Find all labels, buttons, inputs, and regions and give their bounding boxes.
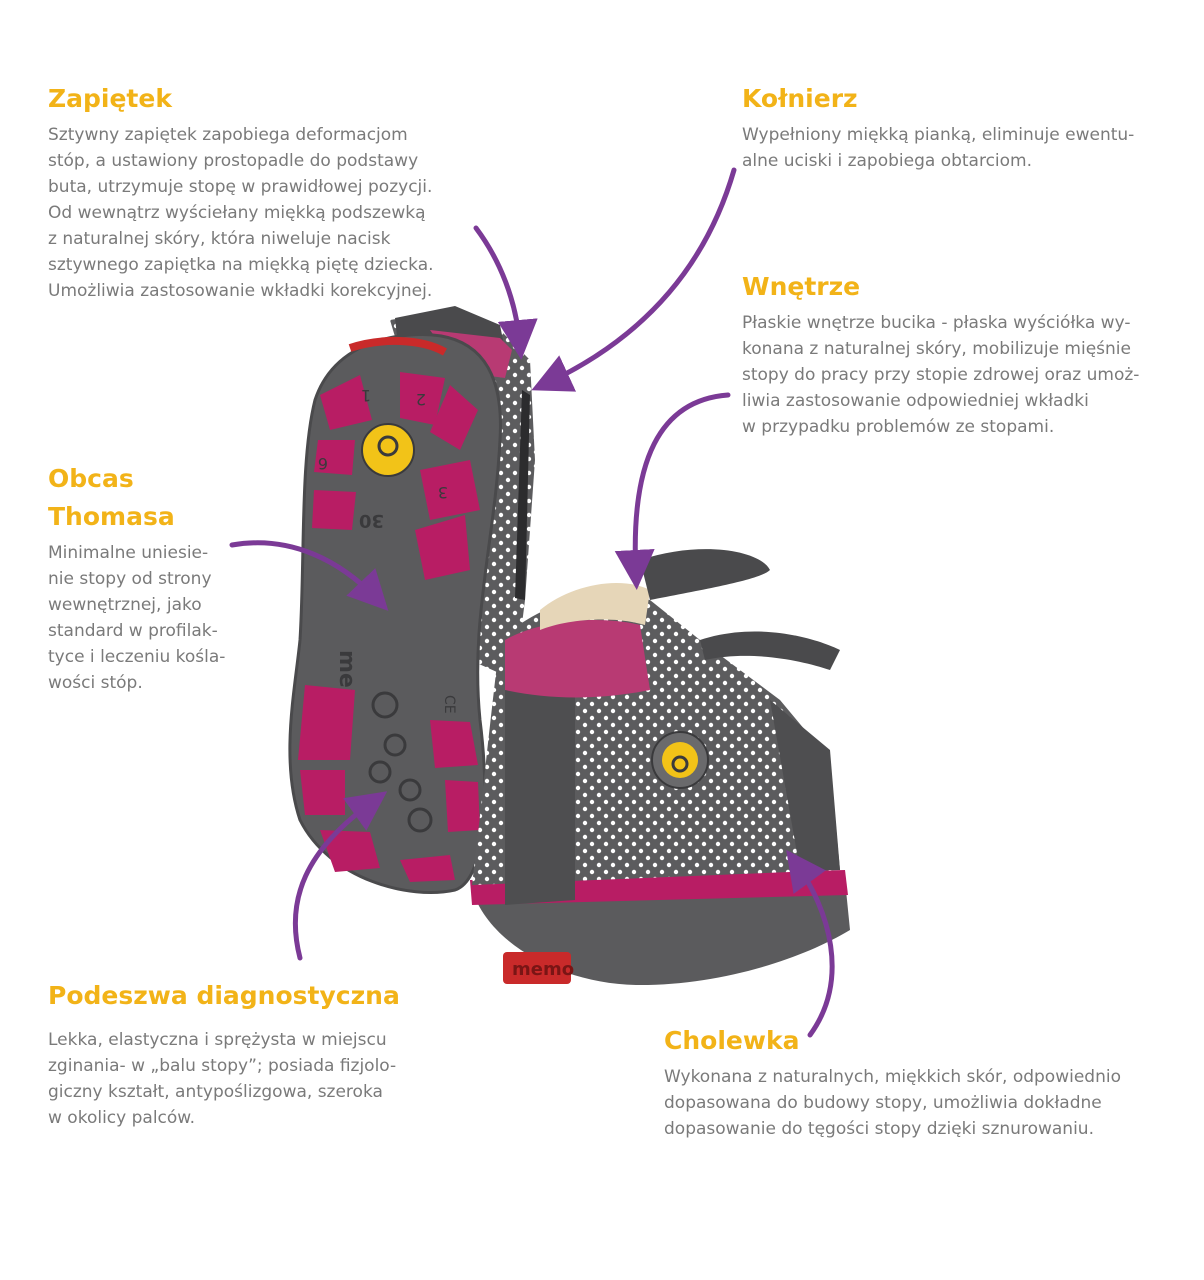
arrow-kolnierz [531,167,737,392]
section-description: Sztywny zapiętek zapobiega deformacjom s… [48,122,478,304]
arrow-zapietek [473,225,538,360]
heel-pad-5 [420,460,480,520]
sole-logo-badge [361,423,415,477]
pointer-arrows [229,167,835,1038]
sole-ce: CE [441,695,457,714]
description-line: dopasowana do budowy stopy, umożliwia do… [664,1093,1102,1113]
section-description: Minimalne uniesie- nie stopy od strony w… [48,540,248,696]
description-line: liwia zastosowanie odpowiedniej wkładki [742,391,1089,411]
zone-number-1: 1 [361,386,371,405]
description-line: w okolicy palców. [48,1108,196,1128]
heel-pad-1 [320,375,372,430]
description-line: tyce i leczeniu kośla- [48,647,226,667]
description-line: Umożliwia zastosowanie wkładki korekcyjn… [48,281,433,301]
description-line: stóp, a ustawiony prostopadle do podstaw… [48,151,419,171]
diagnostic-sole: 1 2 3 6 30 memo CE [288,332,502,894]
heel-pad-4 [314,440,355,475]
section-kolnierz: Kołnierz Wypełniony miękką pianką, elimi… [742,80,1182,174]
description-line: Sztywny zapiętek zapobiega deformacjom [48,125,408,145]
description-line: Od wewnątrz wyściełany miękką podszewką [48,203,426,223]
right-boot-toe-cap [770,700,840,870]
heel-brand-tab [503,952,571,984]
sole-heel-red-strip [348,336,447,356]
description-line: Lekka, elastyczna i sprężysta w miejscu [48,1030,387,1050]
fore-pad-6 [400,855,455,882]
section-description: Płaskie wnętrze bucika - płaska wyściółk… [742,310,1182,440]
heel-tab-brand: memo [512,959,574,980]
toe-mark [371,691,399,719]
description-line: Wykonana z naturalnych, miękkich skór, o… [664,1067,1121,1087]
sole-size: 30 [359,510,384,531]
description-line: buta, utrzymuje stopę w prawidłowej pozy… [48,177,433,197]
zone-number-2: 2 [416,390,426,409]
section-description: Wypełniony miękką pianką, eliminuje ewen… [742,122,1182,174]
title-line: Thomasa [48,502,175,531]
description-line: standard w profilak- [48,621,218,641]
description-line: stopy do pracy przy stopie zdrowej oraz … [742,365,1140,385]
description-line: wewnętrznej, jako [48,595,202,615]
fore-pad-3 [320,830,380,872]
right-boot-lining [540,582,650,630]
right-boot: memo [470,549,850,985]
zone-number-3: 3 [438,483,448,502]
right-boot-heel-counter [505,660,575,905]
description-line: zginania- w „balu stopy”; posiada fizjol… [48,1056,397,1076]
description-line: alne uciski i zapobiega obtarciom. [742,151,1033,171]
section-title: Kołnierz [742,84,858,113]
right-boot-collar [505,620,650,698]
arrow-podeszwa [292,791,388,961]
section-podeszwa: Podeszwa diagnostyczna Lekka, elastyczna… [48,977,468,1131]
fore-pad-2 [300,770,345,815]
description-line: w przypadku problemów ze stopami. [742,417,1055,437]
description-line: giczny kształt, antypoślizgowa, szeroka [48,1082,383,1102]
section-obcas-thomasa: Obcas Thomasa Minimalne uniesie- nie sto… [48,460,248,696]
section-title: Obcas Thomasa [48,460,248,536]
zone-number-6: 6 [318,454,328,473]
section-title: Cholewka [664,1026,800,1055]
arrow-cholewka [786,849,835,1038]
right-boot-laces [640,549,770,600]
title-line: Obcas [48,464,134,493]
section-description: Lekka, elastyczna i sprężysta w miejscu … [48,1027,468,1131]
left-boot-zipper [515,390,530,600]
heel-pad-2 [400,372,445,425]
arrow-obcas [229,540,389,611]
description-line: z naturalnej skóry, która niweluje nacis… [48,229,391,249]
description-line: Płaskie wnętrze bucika - płaska wyściółk… [742,313,1131,333]
description-line: dopasowanie do tęgości stopy dzięki sznu… [664,1119,1094,1139]
description-line: konana z naturalnej skóry, mobilizuje mi… [742,339,1131,359]
description-line: sztywnego zapiętka na miękką piętę dziec… [48,255,434,275]
fore-pad-5 [445,780,480,832]
fore-pad-1 [298,685,355,760]
fore-pad-4 [430,720,478,768]
section-title: Podeszwa diagnostyczna [48,981,400,1010]
heel-pad-3 [430,385,478,450]
heel-pad-7 [415,515,470,580]
arrow-wnetrze [614,392,731,590]
heel-pad-6 [312,490,356,530]
section-zapietek: Zapiętek Sztywny zapiętek zapobiega defo… [48,80,478,304]
section-wnetrze: Wnętrze Płaskie wnętrze bucika - płaska … [742,268,1182,440]
description-line: Minimalne uniesie- [48,543,209,563]
section-title: Zapiętek [48,84,172,113]
description-line: wości stóp. [48,673,143,693]
description-line: nie stopy od strony [48,569,212,589]
section-cholewka: Cholewka Wykonana z naturalnych, miękkic… [664,1022,1184,1142]
description-line: Wypełniony miękką pianką, eliminuje ewen… [742,125,1135,145]
section-title: Wnętrze [742,272,861,301]
section-description: Wykonana z naturalnych, miękkich skór, o… [664,1064,1184,1142]
